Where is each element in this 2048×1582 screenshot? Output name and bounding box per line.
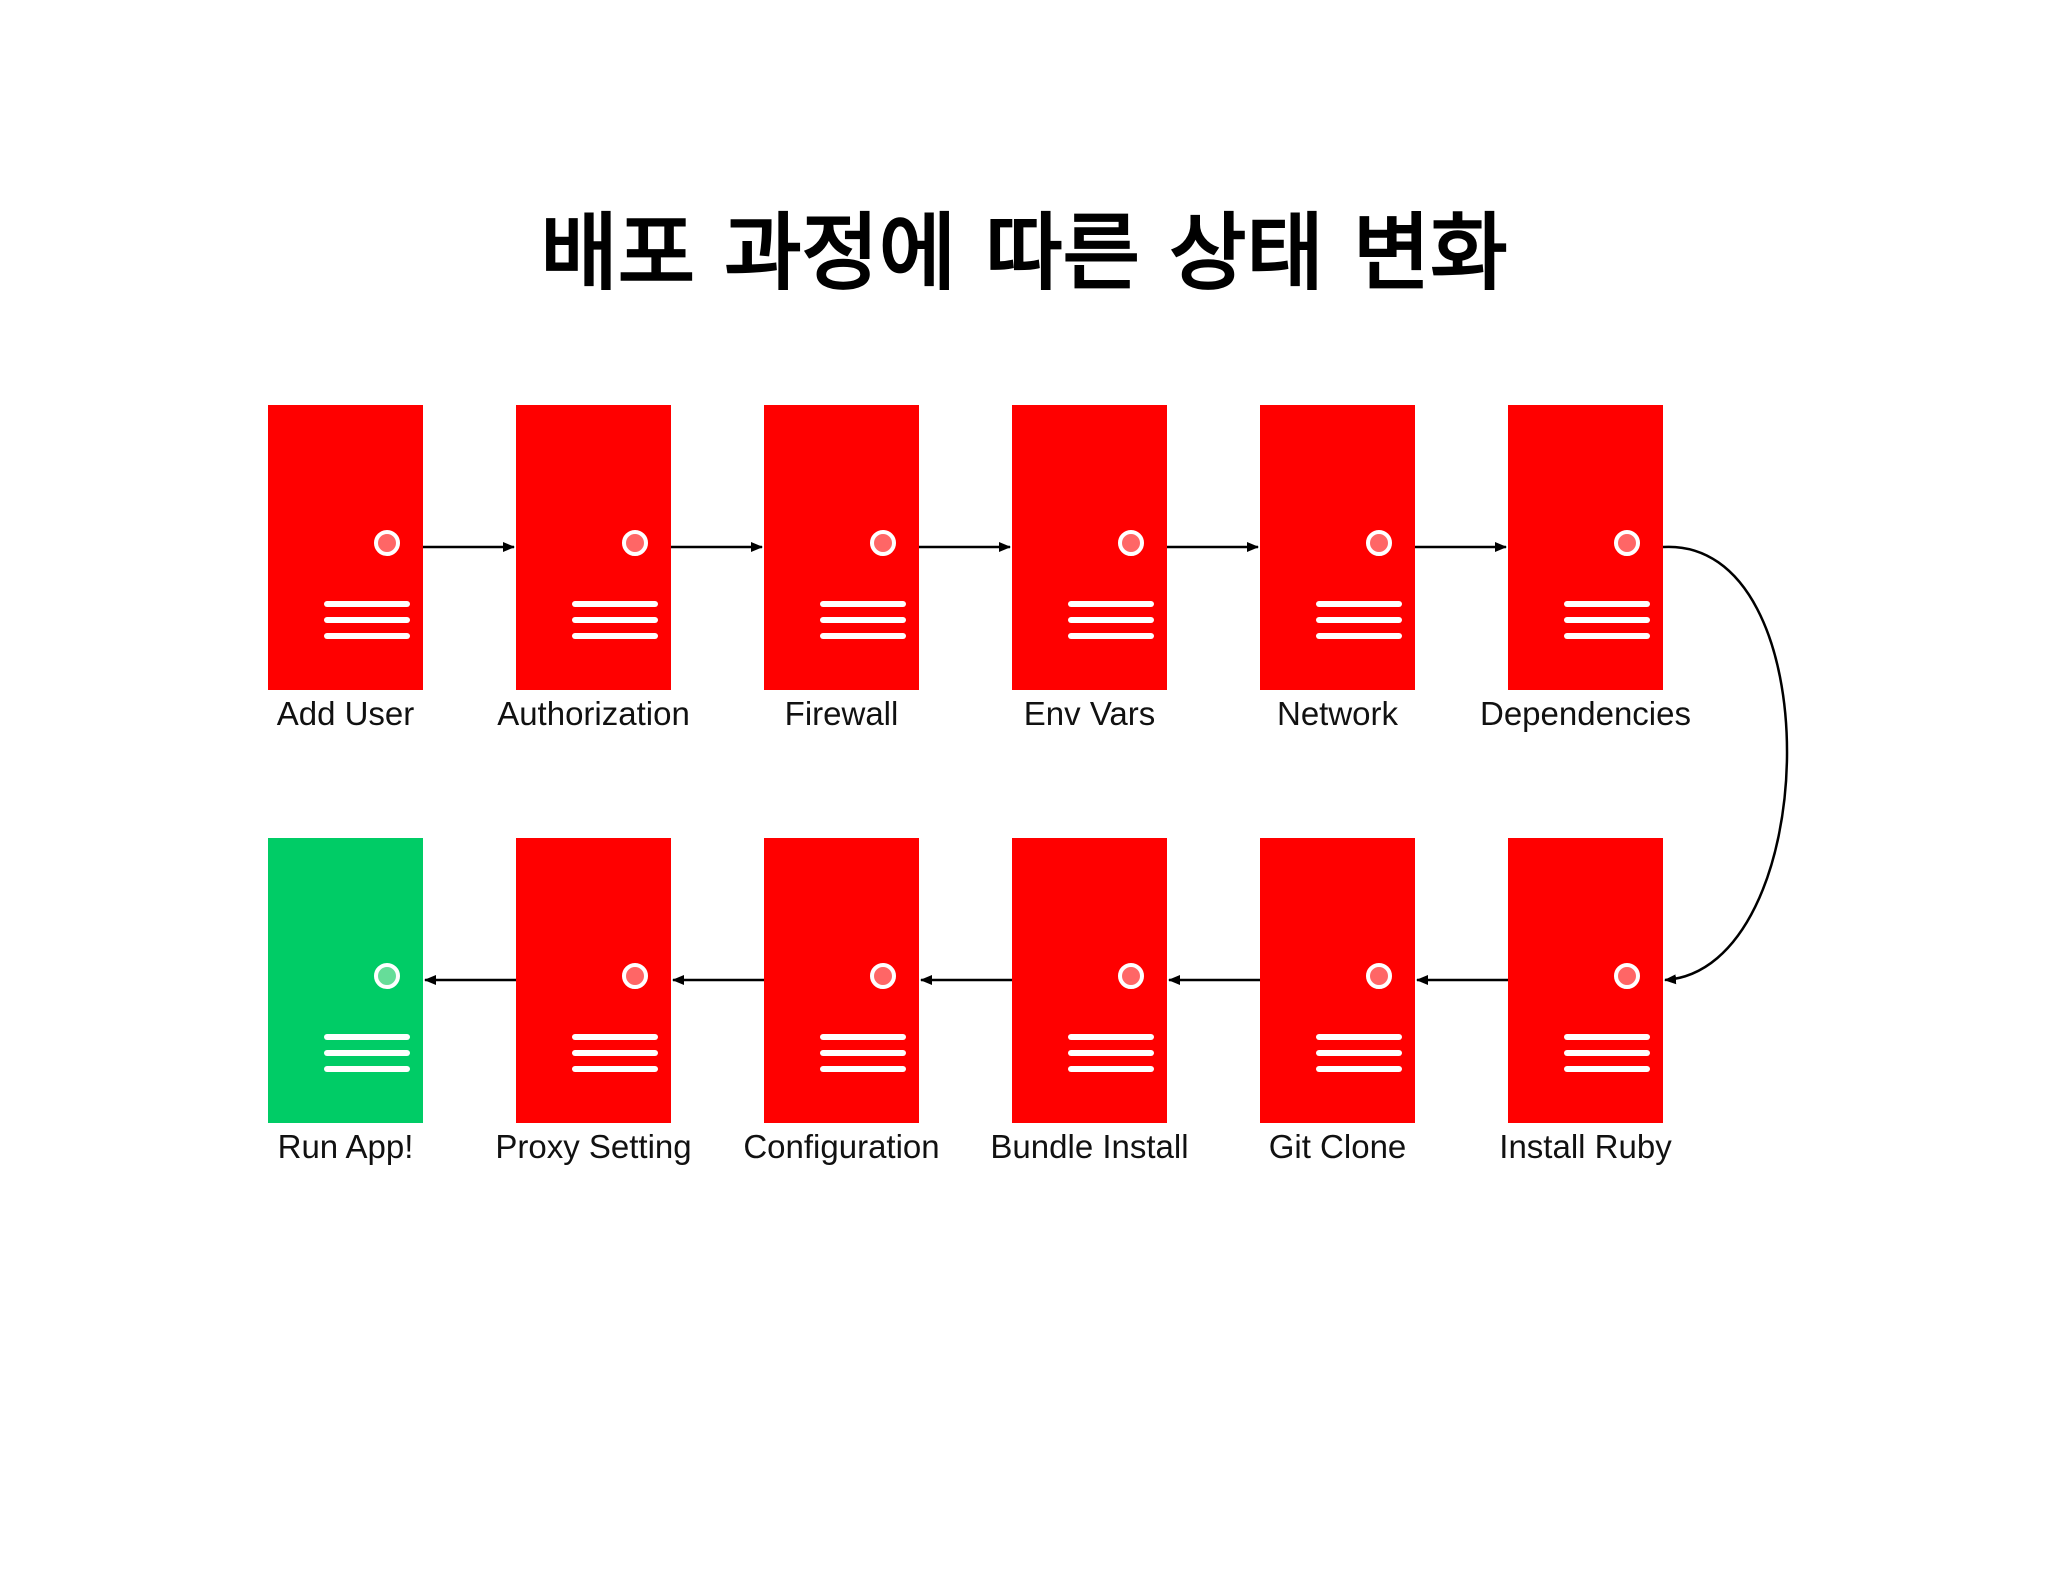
server-icon (764, 405, 919, 690)
node-label-install-ruby: Install Ruby (1499, 1128, 1672, 1165)
drive-bay-icon (324, 601, 410, 639)
node-install-ruby: Install Ruby (1499, 838, 1672, 1165)
server-icon (1260, 405, 1415, 690)
node-label-env-vars: Env Vars (1024, 695, 1155, 732)
node-dependencies: Dependencies (1480, 405, 1691, 732)
node-network: Network (1260, 405, 1415, 732)
node-authorization: Authorization (497, 405, 690, 732)
status-light-icon (870, 963, 896, 989)
diagram-title: 배포 과정에 따른 상태 변화 (540, 204, 1507, 302)
status-light-icon (1366, 963, 1392, 989)
node-proxy-setting: Proxy Setting (495, 838, 692, 1165)
status-light-icon (622, 530, 648, 556)
status-light-icon (1118, 963, 1144, 989)
drive-bay-icon (1564, 1034, 1650, 1072)
node-git-clone: Git Clone (1260, 838, 1415, 1165)
server-icon (1012, 405, 1167, 690)
server-icon (268, 838, 423, 1123)
drive-bay-icon (1316, 601, 1402, 639)
server-icon (764, 838, 919, 1123)
node-label-firewall: Firewall (785, 695, 899, 732)
status-light-icon (374, 963, 400, 989)
status-light-icon (1366, 530, 1392, 556)
flow-nodes: Add User Authorization Firewall Env Vars Net… (268, 405, 1691, 1165)
status-light-icon (374, 530, 400, 556)
drive-bay-icon (324, 1034, 410, 1072)
server-icon (268, 405, 423, 690)
server-icon (516, 838, 671, 1123)
drive-bay-icon (572, 1034, 658, 1072)
node-label-configuration: Configuration (743, 1128, 939, 1165)
drive-bay-icon (1068, 1034, 1154, 1072)
drive-bay-icon (1068, 601, 1154, 639)
flow-connectors (423, 542, 1789, 985)
node-add-user: Add User (268, 405, 423, 732)
node-label-authorization: Authorization (497, 695, 690, 732)
status-light-icon (870, 530, 896, 556)
node-bundle-install: Bundle Install (990, 838, 1189, 1165)
drive-bay-icon (572, 601, 658, 639)
server-icon (516, 405, 671, 690)
node-label-dependencies: Dependencies (1480, 695, 1691, 732)
status-light-icon (622, 963, 648, 989)
node-firewall: Firewall (764, 405, 919, 732)
node-run-app: Run App! (268, 838, 423, 1165)
node-label-git-clone: Git Clone (1269, 1128, 1407, 1165)
node-label-add-user: Add User (277, 695, 415, 732)
node-configuration: Configuration (743, 838, 940, 1165)
server-icon (1508, 838, 1663, 1123)
node-label-network: Network (1277, 695, 1399, 732)
node-env-vars: Env Vars (1012, 405, 1167, 732)
node-label-proxy-setting: Proxy Setting (495, 1128, 691, 1165)
server-icon (1508, 405, 1663, 690)
drive-bay-icon (820, 601, 906, 639)
server-icon (1012, 838, 1167, 1123)
status-light-icon (1614, 530, 1640, 556)
server-icon (1260, 838, 1415, 1123)
drive-bay-icon (820, 1034, 906, 1072)
node-label-bundle-install: Bundle Install (990, 1128, 1188, 1165)
status-light-icon (1614, 963, 1640, 989)
row-turn-arrow (1662, 545, 1789, 985)
status-light-icon (1118, 530, 1144, 556)
drive-bay-icon (1564, 601, 1650, 639)
node-label-run-app: Run App! (278, 1128, 414, 1165)
drive-bay-icon (1316, 1034, 1402, 1072)
